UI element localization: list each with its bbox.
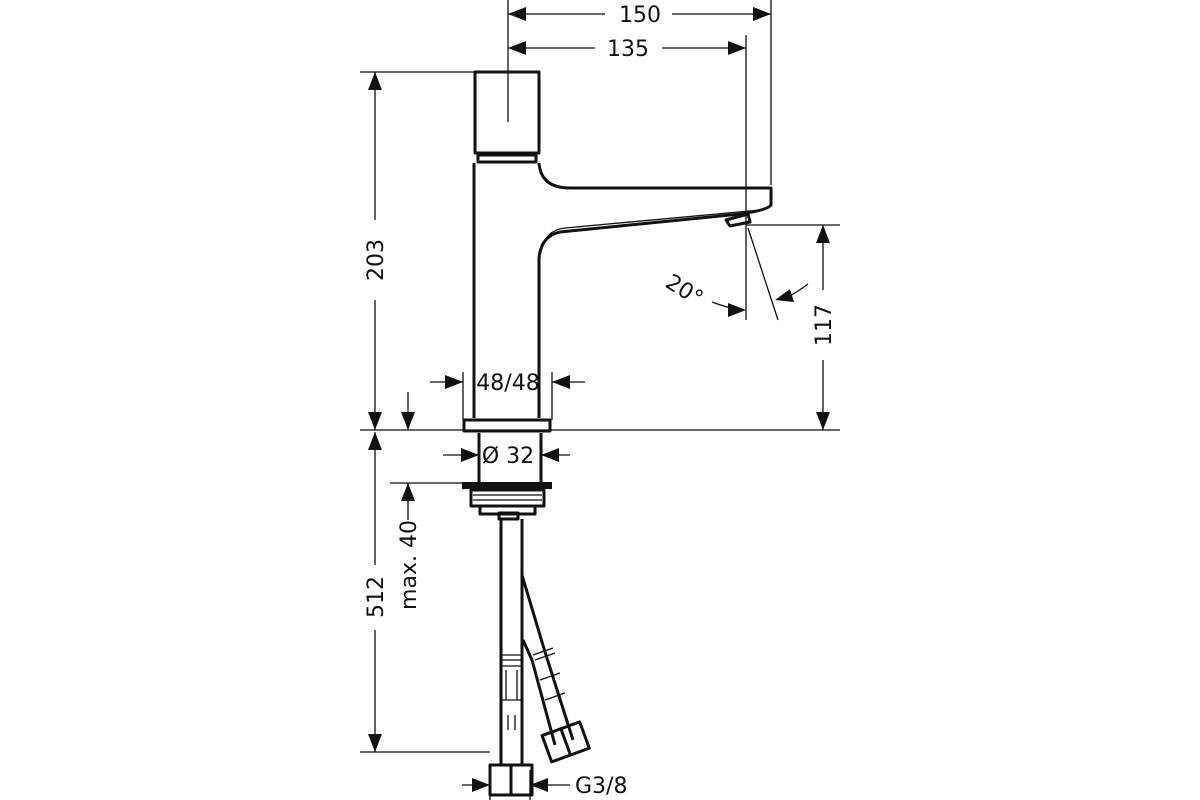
dimension-body-width: 48/48 [430, 371, 585, 396]
dim-label-203: 203 [364, 239, 389, 281]
dim-label-135: 135 [607, 37, 649, 62]
dimension-spout-reach: 135 [508, 37, 746, 62]
dimension-spray-angle: 20° [661, 270, 809, 317]
dim-label-20deg: 20° [661, 270, 707, 312]
mounting-nut [462, 482, 552, 489]
nut-thread [469, 488, 546, 508]
dimension-connection-thread: G3/8 [462, 774, 627, 799]
dim-label-117: 117 [812, 304, 837, 346]
dimension-spout-height: 117 [812, 225, 837, 430]
spout-highlight [540, 209, 761, 253]
dimension-total-height: 203 [364, 72, 389, 430]
dimension-max-deck-thickness: max. 40 [397, 392, 422, 610]
dim-label-48-48: 48/48 [476, 371, 539, 396]
faucet-handle-cap [473, 70, 541, 155]
supply-hose-angled [520, 574, 591, 764]
faucet-outline [462, 70, 773, 797]
supply-hose-straight [488, 519, 534, 797]
dimension-total-reach: 150 [508, 3, 771, 28]
dim-label-g3-8: G3/8 [575, 774, 627, 799]
dim-label-512: 512 [364, 576, 389, 618]
dimension-shank-diameter: Ø 32 [443, 444, 570, 469]
dim-label-max-40: max. 40 [397, 520, 422, 610]
dimension-below-deck-length: 512 [364, 432, 389, 752]
extension-lines [360, 0, 840, 800]
shank [477, 433, 543, 483]
base-flange [462, 418, 552, 433]
dim-label-diameter-32: Ø 32 [482, 444, 534, 469]
dim-label-150: 150 [619, 3, 661, 28]
aerator [724, 212, 752, 228]
cap-ring [476, 153, 538, 164]
